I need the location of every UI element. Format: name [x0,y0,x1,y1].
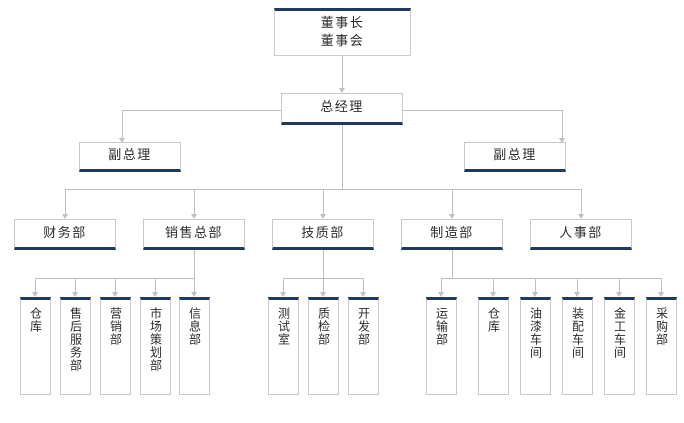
connector-drop-m-purch [661,278,662,292]
node-hr-dept-label: 人事部 [559,225,603,241]
node-manufacturing-dept-label: 制造部 [430,225,474,241]
arrow-mfg-to-m-purch [657,292,664,297]
arrow-mfg-to-m-asm [573,292,580,297]
node-information-dept[interactable]: 信息部 [179,297,210,395]
node-after-sales-service[interactable]: 售后服务部 [60,297,91,395]
connector-sales-down-stem [194,250,195,278]
connector-drop-finance [65,189,66,214]
arrow-sales-to-s-mkt [111,292,118,297]
arrow-mfg-to-m-trans [437,292,444,297]
arrow-gm-to-finance [61,214,68,219]
node-metalwork-workshop-label: 金工车间 [612,307,627,359]
node-purchasing-dept[interactable]: 采购部 [646,297,677,395]
node-transport-dept-label: 运输部 [434,307,449,346]
connector-gm-left-stem [122,110,281,111]
node-finance-dept-label: 财务部 [43,225,87,241]
arrow-gm-to-tech [319,214,326,219]
node-manufacturing-warehouse-label: 仓库 [486,307,501,333]
node-manufacturing-warehouse[interactable]: 仓库 [478,297,509,395]
node-tech-quality-dept[interactable]: 技质部 [272,219,374,250]
node-tech-quality-dept-label: 技质部 [301,225,345,241]
node-finance-dept[interactable]: 财务部 [14,219,116,250]
connector-drop-s-mkt [115,278,116,292]
arrow-board-to-gm [338,88,345,93]
connector-drop-s-info [194,278,195,292]
node-sales-dept[interactable]: 销售总部 [143,219,245,250]
arrow-mfg-to-m-wh [489,292,496,297]
arrow-sales-to-s-plan [151,292,158,297]
connector-drop-hr [581,189,582,214]
node-transport-dept[interactable]: 运输部 [426,297,457,395]
connector-drop-m-trans [441,278,442,292]
connector-drop-t-dev [363,278,364,292]
arrow-mfg-to-m-paint [531,292,538,297]
connector-drop-t-test [283,278,284,292]
connector-drop-m-wh [493,278,494,292]
node-board[interactable]: 董事长 董事会 [274,8,411,56]
connector-drop-m-asm [577,278,578,292]
node-quality-inspection-dept[interactable]: 质检部 [308,297,339,395]
node-sales-warehouse-label: 仓库 [28,307,43,333]
node-testing-lab[interactable]: 测试室 [268,297,299,395]
connector-drop-s-plan [155,278,156,292]
connector-drop-mfg [452,189,453,214]
connector-board-to-gm [342,56,343,88]
node-testing-lab-label: 测试室 [276,307,291,346]
node-hr-dept[interactable]: 人事部 [530,219,632,250]
node-sales-warehouse[interactable]: 仓库 [20,297,51,395]
arrow-gm-to-dgm-right [558,138,565,143]
node-quality-inspection-dept-label: 质检部 [316,307,331,346]
arrow-sales-to-s-info [190,292,197,297]
node-purchasing-dept-label: 采购部 [654,307,669,346]
node-deputy-gm-left[interactable]: 副总理 [79,142,181,172]
arrow-tech-to-t-qc [319,292,326,297]
arrow-tech-to-t-test [279,292,286,297]
node-sales-dept-label: 销售总部 [164,225,223,241]
node-manufacturing-dept[interactable]: 制造部 [401,219,503,250]
arrow-sales-to-s-wh [31,292,38,297]
connector-mfg-down-stem [452,250,453,278]
connector-drop-m-paint [535,278,536,292]
connector-drop-tech [323,189,324,214]
connector-tech-down-stem [323,250,324,278]
arrow-gm-to-hr [577,214,584,219]
connector-drop-m-metal [619,278,620,292]
connector-dgm-left-drop [122,110,123,138]
node-development-dept[interactable]: 开发部 [348,297,379,395]
node-after-sales-service-label: 售后服务部 [68,307,83,372]
arrow-gm-to-sales [190,214,197,219]
node-information-dept-label: 信息部 [187,307,202,346]
connector-gm-down-stem [342,125,343,189]
connector-mfg-sub-bus [441,278,661,279]
arrow-mfg-to-m-metal [615,292,622,297]
node-general-manager[interactable]: 总经理 [281,93,403,125]
arrow-gm-to-dgm-left [118,138,125,143]
node-paint-workshop-label: 油漆车间 [528,307,543,359]
connector-drop-s-wh [35,278,36,292]
node-deputy-gm-right-label: 副总理 [493,148,537,163]
node-market-planning-dept-label: 市场策划部 [148,307,163,372]
node-deputy-gm-right[interactable]: 副总理 [464,142,566,172]
arrow-gm-to-mfg [448,214,455,219]
node-marketing-dept[interactable]: 营销部 [100,297,131,395]
node-deputy-gm-left-label: 副总理 [108,148,152,163]
connector-dgm-right-drop [562,110,563,138]
node-metalwork-workshop[interactable]: 金工车间 [604,297,635,395]
node-assembly-workshop[interactable]: 装配车间 [562,297,593,395]
node-market-planning-dept[interactable]: 市场策划部 [140,297,171,395]
connector-gm-right-stem [402,110,562,111]
connector-drop-sales [194,189,195,214]
node-development-dept-label: 开发部 [356,307,371,346]
arrow-tech-to-t-dev [359,292,366,297]
connector-drop-t-qc [323,278,324,292]
node-paint-workshop[interactable]: 油漆车间 [520,297,551,395]
node-general-manager-label: 总经理 [320,100,364,115]
node-assembly-workshop-label: 装配车间 [570,307,585,359]
connector-drop-s-after [75,278,76,292]
node-board-label: 董事长 董事会 [320,16,365,49]
arrow-sales-to-s-after [71,292,78,297]
node-marketing-dept-label: 营销部 [108,307,123,346]
